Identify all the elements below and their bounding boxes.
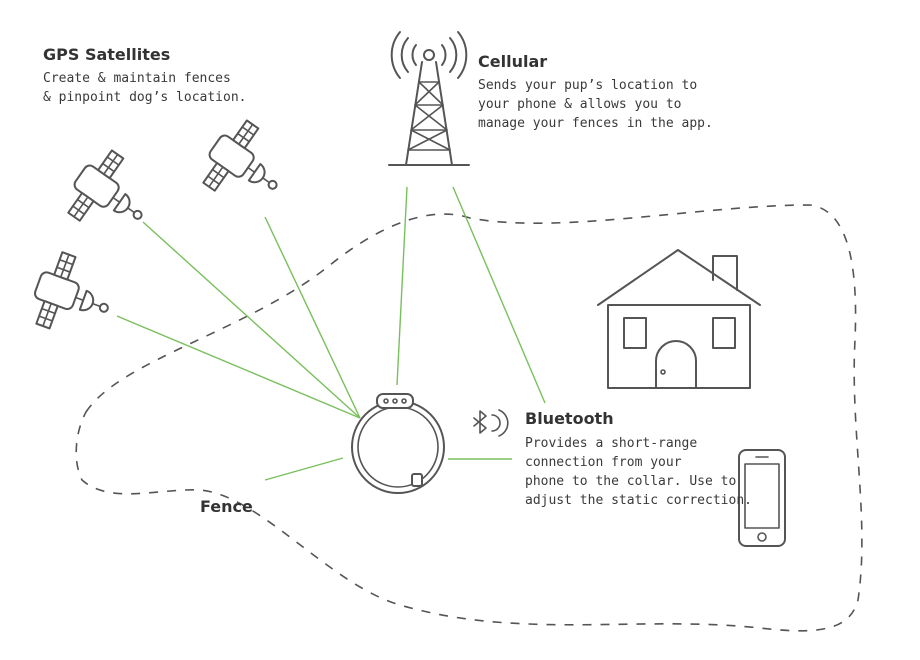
satellite-icon	[33, 251, 109, 330]
signal-line-satellite-2	[264, 216, 361, 419]
cellular-description-line: manage your fences in the app.	[478, 116, 713, 131]
bluetooth-description-line: Provides a short-range	[525, 436, 698, 451]
bluetooth-description-line: connection from your	[525, 455, 682, 470]
signal-line-satellite-3	[116, 315, 361, 419]
cellular-description-line: Sends your pup’s location to	[478, 78, 698, 93]
cellular-title: Cellular	[478, 52, 548, 71]
fence-boundary	[75, 204, 863, 632]
cell-tower-icon	[388, 31, 470, 166]
bluetooth-title: Bluetooth	[525, 409, 614, 428]
signal-line-satellite-1	[142, 221, 361, 419]
gps-title: GPS Satellites	[43, 45, 171, 64]
signal-line-tower-collar	[396, 186, 408, 386]
house-icon	[597, 249, 761, 389]
satellite-icon	[67, 149, 143, 222]
gps-description-line: Create & maintain fences	[43, 71, 231, 86]
signal-line-tower-phone	[452, 186, 546, 404]
cellular-description-line: your phone & allows you to	[478, 97, 682, 112]
gps-description-line: & pinpoint dog’s location.	[43, 90, 247, 105]
bluetooth-description-line: adjust the static correction.	[525, 493, 752, 508]
fence-label: Fence	[200, 497, 253, 516]
bluetooth-icon	[473, 409, 509, 437]
gps-description: Create & maintain fences & pinpoint dog’…	[43, 69, 247, 107]
smartphone-icon	[738, 449, 786, 547]
bluetooth-description-line: phone to the collar. Use to	[525, 474, 737, 489]
signal-lines	[116, 186, 546, 481]
satellite-icon	[202, 119, 278, 192]
bluetooth-description: Provides a short-range connection from y…	[525, 434, 752, 510]
cellular-description: Sends your pup’s location to your phone …	[478, 76, 713, 133]
signal-line-fence	[264, 457, 344, 481]
collar-icon	[351, 393, 445, 494]
